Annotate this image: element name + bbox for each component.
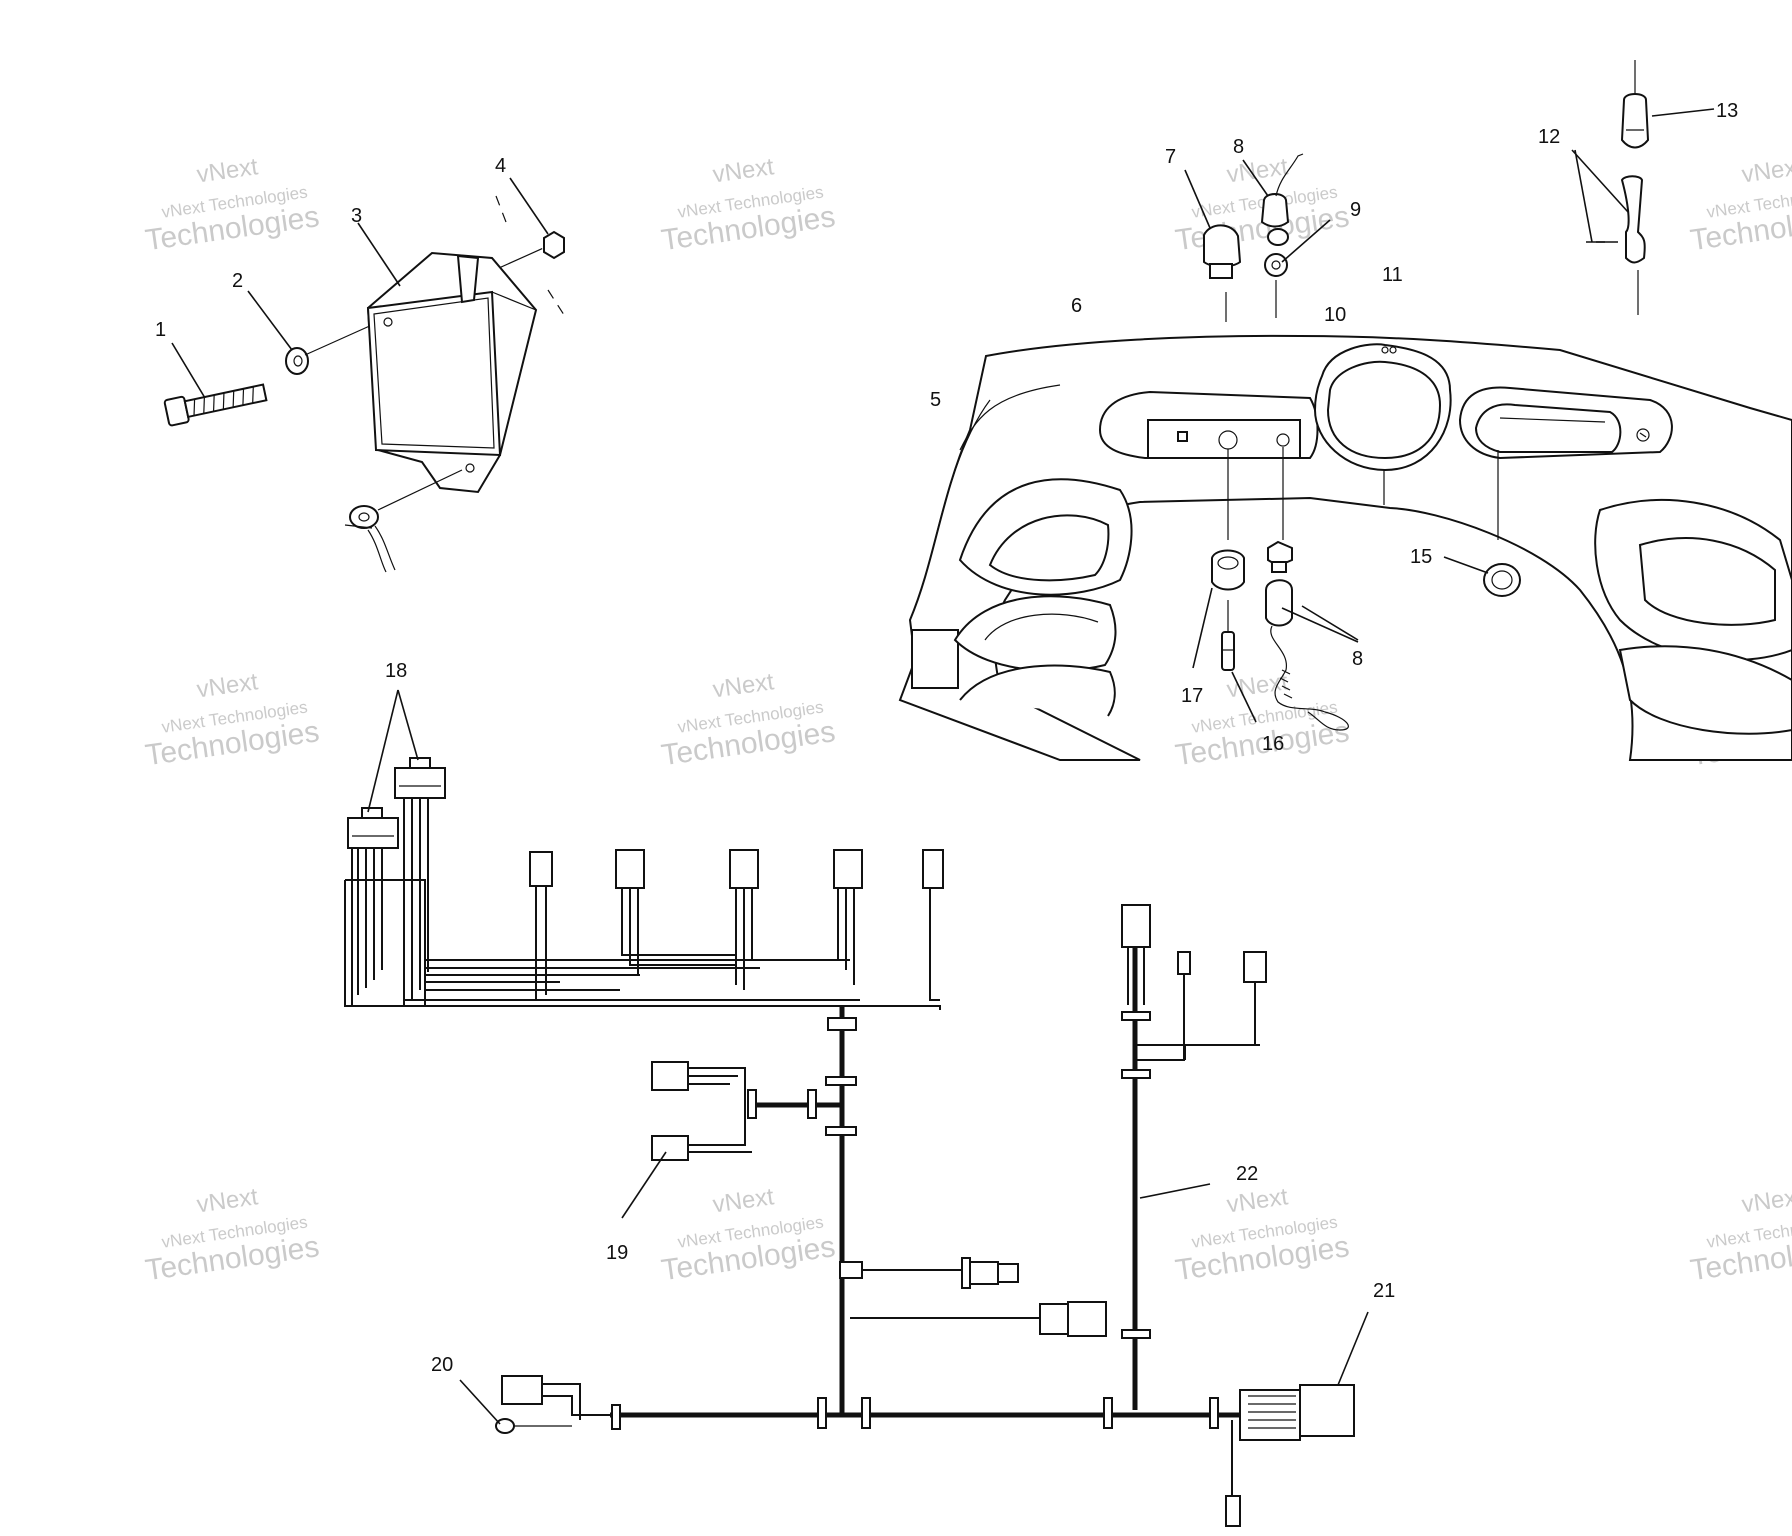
callout-8-lower: 8 [1352,648,1363,670]
callout-21: 21 [1373,1280,1395,1302]
bulb-16 [1221,600,1235,671]
connector-21 [1225,1384,1355,1527]
callout-16: 16 [1262,733,1284,755]
callout-2: 2 [232,270,243,292]
callout-17: 17 [1181,685,1203,707]
switch-8-lower [1265,540,1349,731]
callout-10: 10 [1324,304,1346,326]
callout-3: 3 [351,205,362,227]
cdi-box [366,251,538,494]
nut-17 [1211,549,1245,591]
callout-11: 11 [1382,264,1403,286]
callout-12: 12 [1538,126,1560,148]
callout-9: 9 [1350,199,1361,221]
callout-8-top: 8 [1233,136,1244,158]
connector-18-right [394,757,446,799]
connector-18-left [347,807,399,849]
cdi-module-assembly [163,177,567,573]
bolt [163,383,268,427]
callout-labels: 1 2 3 4 5 6 7 8 8 9 10 11 12 13 15 16 17… [155,100,1738,1376]
watermark-text: vNext [1225,668,1290,703]
watermark-text: vNext [1740,1183,1792,1218]
callout-6: 6 [1071,295,1082,317]
callout-7: 7 [1165,146,1176,168]
connector-19 [651,1061,752,1161]
top-connector-row [529,849,944,1001]
callout-19: 19 [606,1242,628,1264]
connector-20 [495,1375,610,1434]
light-bulb-socket [1203,224,1242,322]
harness-22-top [1121,904,1267,1061]
dash-panel [898,334,1792,761]
callout-4: 4 [495,155,506,177]
watermark-text: vNext [711,668,776,703]
callout-20: 20 [431,1354,453,1376]
lower-dash-parts [1192,540,1521,731]
mid-connectors [839,1257,1107,1337]
watermark-text: vNext [195,668,260,703]
callout-5: 5 [930,389,941,411]
wire-harness [344,689,1369,1527]
watermark-text: vNext [1740,153,1792,188]
watermark-text: vNext [1225,1183,1290,1218]
callout-18: 18 [385,660,407,682]
watermark-text: vNext [195,153,260,188]
top-switch-parts [1184,153,1331,322]
switch-washer [1264,253,1288,318]
callout-15: 15 [1410,546,1432,568]
washer [285,347,309,375]
callout-1: 1 [155,319,166,341]
ground-terminal [344,469,463,573]
fuse-holder-parts [1571,60,1715,315]
callout-13: 13 [1716,100,1738,122]
harness-clips [611,1011,1219,1430]
grommet-15 [1483,563,1521,597]
callout-22: 22 [1236,1163,1258,1185]
watermark-text: vNext [195,1183,260,1218]
watermark-text: vNext [711,153,776,188]
switch-knob [1260,153,1304,246]
watermark-text: vNext [711,1183,776,1218]
nut [495,195,567,319]
